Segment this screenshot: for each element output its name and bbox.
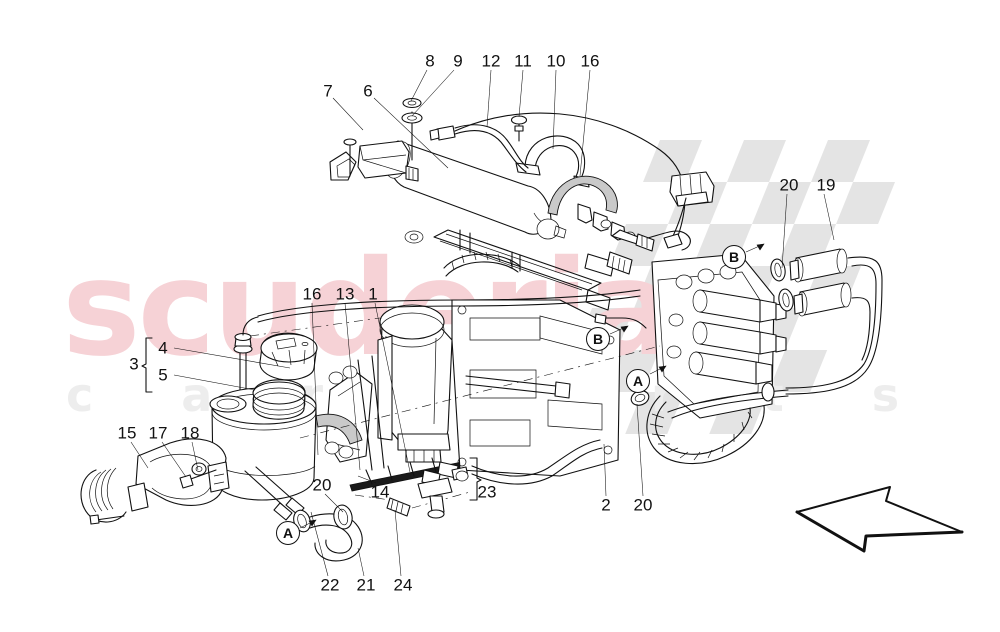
callout-12-c12: 12 bbox=[481, 51, 501, 71]
leader-line-c12 bbox=[486, 69, 492, 128]
hydraulic-valve-block bbox=[249, 171, 883, 465]
leader-line-c8 bbox=[410, 69, 428, 102]
leader-line-c16top bbox=[579, 69, 591, 177]
leader-line-c14 bbox=[357, 475, 377, 484]
leader-line-c7 bbox=[332, 97, 364, 131]
leader-line-c2 bbox=[603, 443, 607, 497]
marker-arrowhead-3 bbox=[756, 243, 765, 251]
leader-line-c4 bbox=[173, 347, 291, 369]
section-marker-b-mB2: B bbox=[722, 245, 746, 269]
marker-arrowhead-1 bbox=[658, 365, 667, 373]
leader-line-c20a bbox=[324, 493, 344, 513]
leader-line-c1 bbox=[374, 302, 411, 473]
leader-line-c11 bbox=[518, 69, 524, 118]
callout-19-c19: 19 bbox=[816, 175, 836, 195]
callout-5-c5: 5 bbox=[158, 365, 168, 385]
callout-7-c7: 7 bbox=[323, 81, 333, 101]
section-marker-a-mA2: A bbox=[626, 369, 650, 393]
leader-line-c5 bbox=[173, 374, 256, 391]
callout-20-c20b: 20 bbox=[633, 495, 653, 515]
section-marker-a-mA1: A bbox=[276, 521, 300, 545]
leader-line-c9 bbox=[411, 69, 455, 117]
leader-line-c15 bbox=[130, 441, 149, 469]
callout-3-c3: 3 bbox=[129, 354, 139, 374]
bracket-23 bbox=[469, 457, 482, 501]
leader-line-c16 bbox=[311, 302, 319, 456]
callout-21-c21: 21 bbox=[356, 575, 376, 595]
callout-1-c1: 1 bbox=[368, 284, 378, 304]
leader-line-c6 bbox=[373, 97, 449, 169]
pump-actuator-assembly bbox=[257, 251, 647, 519]
callout-9-c9: 9 bbox=[453, 51, 463, 71]
callout-4-c4: 4 bbox=[158, 338, 168, 358]
callout-15-c15: 15 bbox=[117, 423, 137, 443]
leader-line-c10 bbox=[552, 69, 557, 150]
leader-line-c20c bbox=[781, 193, 788, 269]
marker-arrowhead-0 bbox=[308, 519, 317, 527]
leader-line-c21 bbox=[357, 547, 365, 577]
fluid-reservoir-assembly bbox=[80, 316, 471, 562]
callout-16-c16: 16 bbox=[302, 284, 322, 304]
marker-arrowhead-2 bbox=[620, 325, 629, 333]
leader-line-c18 bbox=[191, 441, 199, 471]
callout-20-c20a: 20 bbox=[312, 475, 332, 495]
callout-10-c10: 10 bbox=[546, 51, 566, 71]
callout-24-c24: 24 bbox=[393, 575, 413, 595]
leader-line-c19 bbox=[823, 193, 835, 241]
leader-line-c13 bbox=[344, 302, 361, 471]
leader-line-c24 bbox=[394, 509, 402, 577]
leader-line-c17 bbox=[161, 441, 187, 478]
callout-6-c6: 6 bbox=[363, 81, 373, 101]
direction-arrow bbox=[796, 486, 963, 552]
callout-16-c16top: 16 bbox=[580, 51, 600, 71]
callout-14-c14: 14 bbox=[370, 482, 390, 502]
callout-17-c17: 17 bbox=[148, 423, 168, 443]
bracket-3 bbox=[141, 337, 153, 393]
callout-8-c8: 8 bbox=[425, 51, 435, 71]
callout-23-c23: 23 bbox=[477, 482, 497, 502]
callout-20-c20c: 20 bbox=[779, 175, 799, 195]
callout-11-c11: 11 bbox=[514, 51, 532, 71]
leader-line-c20b bbox=[636, 403, 644, 497]
callout-18-c18: 18 bbox=[180, 423, 200, 443]
callout-2-c2: 2 bbox=[601, 495, 611, 515]
callout-22-c22: 22 bbox=[320, 575, 340, 595]
callout-13-c13: 13 bbox=[335, 284, 355, 304]
accumulator-assembly bbox=[329, 97, 691, 291]
section-marker-b-mB1: B bbox=[586, 327, 610, 351]
